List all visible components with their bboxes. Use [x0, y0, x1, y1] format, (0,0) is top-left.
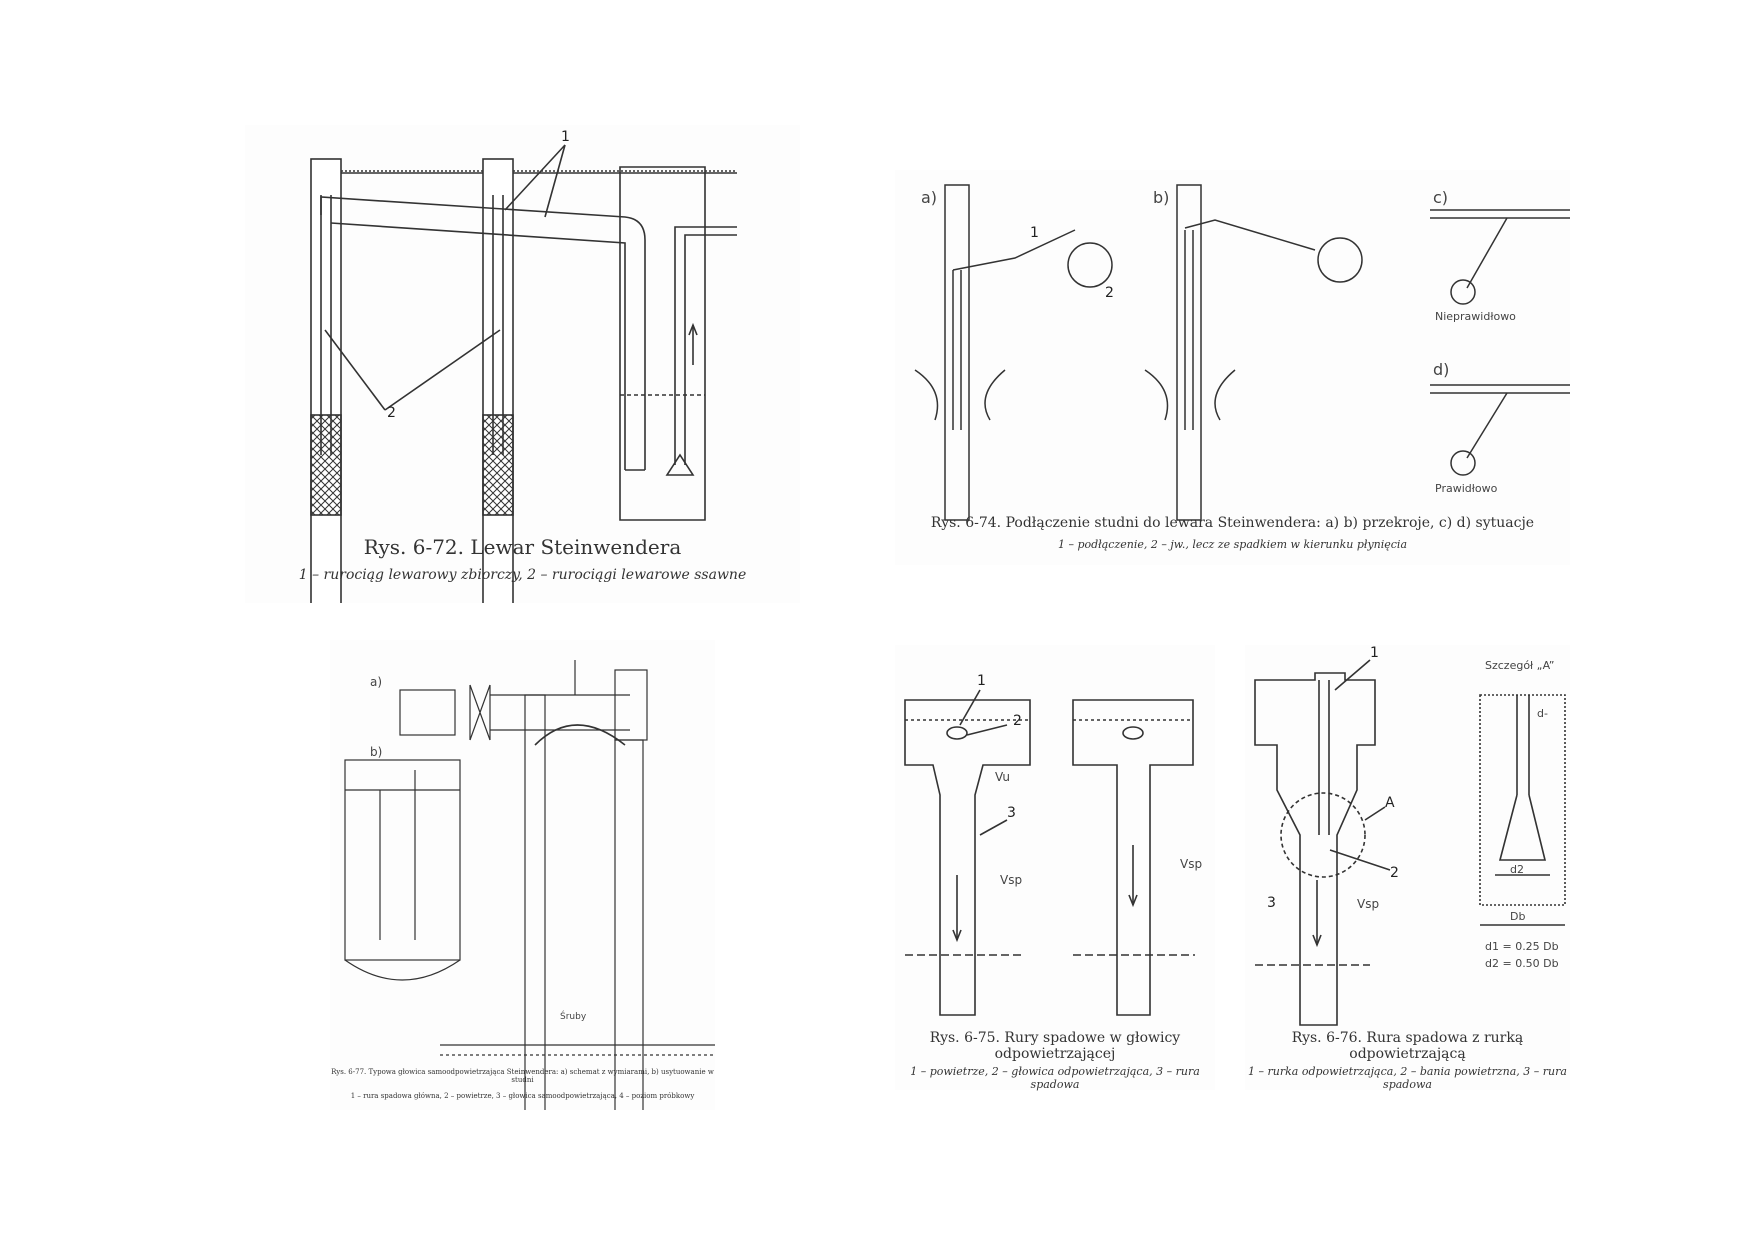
figure-6-74-drawing [914, 184, 1570, 521]
fig676-label-1: 1 [1370, 645, 1379, 661]
fig676-label-vsp: Vsp [1357, 897, 1380, 911]
figure-6-74: a) b) c) d) Nieprawidłowo Prawidłowo 1 2… [895, 170, 1570, 565]
fig676-label-2: 2 [1390, 865, 1399, 881]
fig675-label-1: 1 [977, 673, 986, 689]
fig676-label-3: 3 [1267, 895, 1276, 911]
figure-6-72: 1 2 Rys. 6-72. Lewar Steinwendera 1 – ru… [245, 125, 800, 603]
fig676-label-a: A [1385, 795, 1395, 811]
figure-6-76: 1 A 2 3 Vsp Szczegół „A” d- d2 Db d1 = 0… [1245, 645, 1570, 1091]
fig674-label-2: 2 [1105, 285, 1114, 301]
fig674-label-1: 1 [1030, 225, 1039, 241]
fig675-legend: 1 – powietrze, 2 – głowica odpowietrzają… [910, 1065, 1200, 1091]
fig674-title: Rys. 6-74. Podłączenie studni do lewara … [930, 515, 1535, 531]
fig676-formula-2: d2 = 0.50 Db [1485, 957, 1559, 970]
fig674-part-a: a) [921, 188, 938, 207]
fig675-label-vsp-right: Vsp [1180, 857, 1203, 871]
fig676-db-label: Db [1510, 910, 1526, 923]
fig677-part-a: a) [370, 675, 383, 689]
figure-6-77-drawing [344, 660, 715, 1110]
fig677-shruby: Śruby [560, 1012, 587, 1022]
fig674-wrong: Nieprawidłowo [1435, 310, 1516, 323]
figure-6-75: 1 2 3 Vu Vsp Vsp Rys. 6-75. Rury spadowe… [895, 645, 1215, 1091]
fig675-title: Rys. 6-75. Rury spadowe w głowicy odpowi… [929, 1030, 1181, 1062]
fig676-d2-label: d2 [1510, 863, 1524, 876]
fig672-label-2: 2 [387, 405, 396, 421]
fig674-part-b: b) [1153, 188, 1170, 207]
fig677-legend: 1 – rura spadowa główna, 2 – powietrze, … [350, 1092, 695, 1100]
fig676-legend: 1 – rurka odpowietrzająca, 2 – bania pow… [1248, 1065, 1567, 1091]
fig674-part-d: d) [1433, 360, 1450, 379]
fig675-label-3: 3 [1007, 805, 1016, 821]
figure-6-77: a) b) Śruby Rys. 6-77. Typowa głowica sa… [330, 640, 715, 1110]
fig672-legend: 1 – rurociąg lewarowy zbiorczy, 2 – ruro… [298, 567, 747, 583]
fig674-right: Prawidłowo [1435, 482, 1498, 495]
fig672-label-1: 1 [561, 129, 570, 145]
fig675-label-vu: Vu [995, 770, 1010, 784]
fig675-label-vsp: Vsp [1000, 873, 1023, 887]
fig677-part-b: b) [370, 745, 383, 759]
figure-6-72-drawing [310, 144, 737, 603]
fig676-d1-label: d- [1537, 707, 1548, 720]
fig674-part-c: c) [1433, 188, 1449, 207]
fig676-formula-1: d1 = 0.25 Db [1485, 940, 1559, 953]
fig675-label-2: 2 [1013, 713, 1022, 729]
fig676-detail-title: Szczegół „A” [1485, 659, 1555, 672]
figure-6-76-drawing [1254, 659, 1566, 1026]
fig677-title: Rys. 6-77. Typowa głowica samoodpowietrz… [331, 1068, 714, 1084]
fig674-legend: 1 – podłączenie, 2 – jw., lecz ze spadki… [1057, 538, 1408, 551]
fig672-title: Rys. 6-72. Lewar Steinwendera [363, 535, 682, 559]
fig676-title: Rys. 6-76. Rura spadowa z rurką odpowiet… [1291, 1030, 1524, 1062]
figure-6-75-drawing [904, 689, 1195, 1016]
